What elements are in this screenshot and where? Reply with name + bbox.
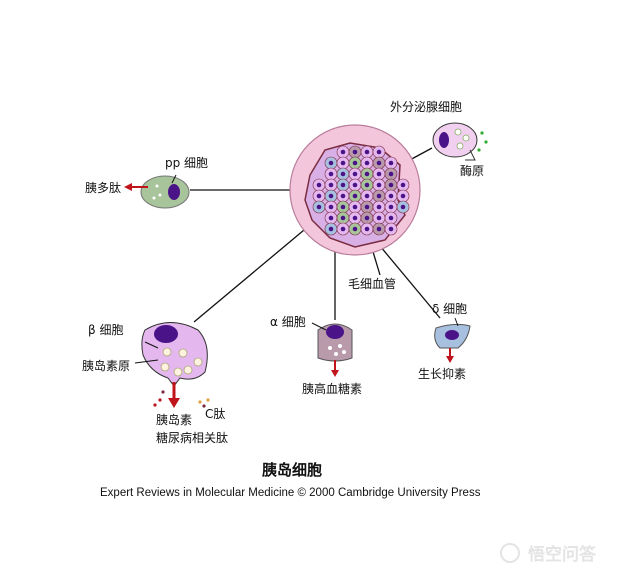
islet-cell-nucleus — [328, 182, 334, 188]
islet-cell-nucleus — [364, 182, 370, 188]
islet-cell-nucleus — [340, 226, 346, 232]
islet-cell-nucleus — [328, 160, 334, 166]
islet-cell-nucleus — [364, 160, 370, 166]
islet-cell-nucleus — [340, 149, 346, 155]
islet-cell-nucleus — [376, 182, 382, 188]
islet-cell-nucleus — [388, 182, 394, 188]
label-alpha-cell: α 细胞 — [270, 315, 306, 329]
islet-cell-nucleus — [388, 160, 394, 166]
islet-cell-nucleus — [376, 215, 382, 221]
islet-cell-nucleus — [400, 204, 406, 210]
islet-cell-nucleus — [352, 226, 358, 232]
pp-secretion-arrow — [124, 183, 148, 191]
islet-cell-nucleus — [376, 160, 382, 166]
islet-cell-nucleus — [340, 160, 346, 166]
label-capillary: 毛细血管 — [348, 276, 396, 291]
islet-cell-nucleus — [364, 226, 370, 232]
islet-cell-nucleus — [352, 204, 358, 210]
islet-cell-nucleus — [376, 171, 382, 177]
label-glucagon: 胰高血糖素 — [302, 381, 362, 396]
insulin-secretion-arrow — [153, 382, 210, 408]
alpha-cell — [311, 322, 353, 377]
islet-cell-nucleus — [364, 171, 370, 177]
islet-cell-nucleus — [328, 193, 334, 199]
islet-cell-nucleus — [328, 204, 334, 210]
islet-cell-nucleus — [388, 193, 394, 199]
delta-cell — [434, 317, 471, 363]
watermark: 悟空问答 — [500, 543, 597, 565]
islet-cell-nucleus — [388, 226, 394, 232]
islet-cell-nucleus — [328, 226, 334, 232]
islet-cell-nucleus — [400, 193, 406, 199]
credit-text: Expert Reviews in Molecular Medicine © 2… — [100, 487, 481, 499]
islet-cell-nucleus — [316, 204, 322, 210]
label-delta-cell: δ 细胞 — [432, 302, 467, 316]
label-somatostatin: 生长抑素 — [418, 366, 466, 381]
pp-cell — [140, 174, 190, 209]
islet-cell-nucleus — [340, 193, 346, 199]
islet-cell-nucleus — [352, 149, 358, 155]
islet-cell-nucleus — [352, 182, 358, 188]
label-beta-cell: β 细胞 — [88, 323, 123, 337]
islet-cell-nucleus — [340, 204, 346, 210]
watermark-text: 悟空问答 — [528, 544, 597, 565]
label-zymogen: 酶原 — [460, 163, 484, 178]
label-c-peptide: C肽 — [205, 406, 225, 421]
label-proinsulin: 胰岛素原 — [82, 358, 130, 373]
beta-cell — [134, 322, 208, 387]
islet-cell-nucleus — [364, 215, 370, 221]
islet-cell-nucleus — [364, 149, 370, 155]
islet-cell-nucleus — [316, 182, 322, 188]
islet-cell-nucleus — [388, 171, 394, 177]
islet-cell-nucleus — [376, 149, 382, 155]
exocrine-cell — [432, 122, 488, 161]
label-pancreatic-polypeptide: 胰多肽 — [85, 180, 121, 195]
islet-cell-nucleus — [340, 171, 346, 177]
islet-cell-nucleus — [352, 160, 358, 166]
islet-cell-nucleus — [352, 171, 358, 177]
watermark-logo-icon — [500, 543, 520, 563]
label-amylin: 糖尿病相关肽 — [156, 430, 228, 445]
islet-cell-nucleus — [376, 204, 382, 210]
label-pp-cell: pp 细胞 — [165, 156, 208, 170]
islet-cell-nucleus — [364, 204, 370, 210]
islet-cell-nucleus — [340, 215, 346, 221]
islet-cell-nucleus — [340, 182, 346, 188]
islet-cell-nucleus — [376, 193, 382, 199]
islet-cell-nucleus — [400, 182, 406, 188]
islet-cell-nucleus — [352, 193, 358, 199]
islet-cell-nucleus — [352, 215, 358, 221]
label-insulin: 胰岛素 — [156, 412, 192, 427]
islet-cell-nucleus — [376, 226, 382, 232]
diagram-title: 胰岛细胞 — [262, 461, 322, 479]
islet-cell-nucleus — [388, 204, 394, 210]
islet-cell-nucleus — [364, 193, 370, 199]
islet-cell-nucleus — [388, 215, 394, 221]
islet-cells — [312, 145, 410, 236]
islet-cell-nucleus — [316, 193, 322, 199]
islet-cell-nucleus — [328, 215, 334, 221]
label-exocrine-cell: 外分泌腺细胞 — [390, 100, 462, 114]
islet-cell-nucleus — [328, 171, 334, 177]
